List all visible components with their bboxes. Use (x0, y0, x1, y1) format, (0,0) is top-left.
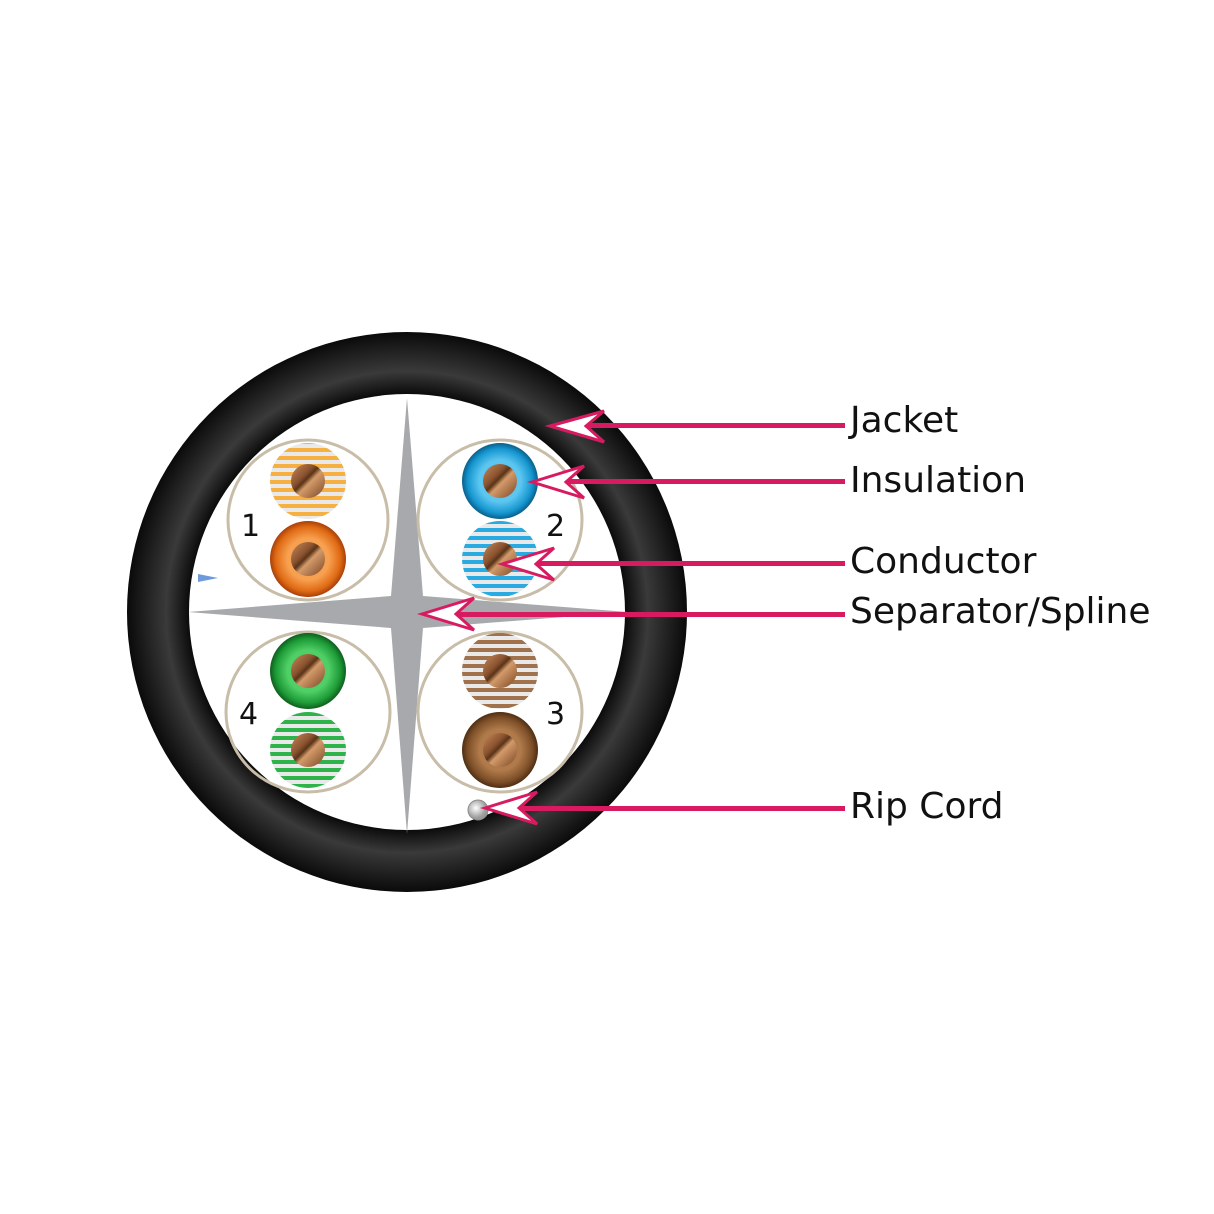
pair-3: 3 (416, 630, 584, 794)
label-jacket: Jacket (850, 400, 959, 441)
marker-triangle-icon (198, 574, 218, 582)
pair-1-solid-conductor (291, 542, 325, 576)
pair-4-number: 4 (239, 697, 258, 732)
label-insulation: Insulation (850, 460, 1027, 501)
leader-separator (416, 596, 845, 632)
pair-2-outline (416, 438, 584, 602)
pair-2: 2 (416, 438, 584, 602)
pair-2-number: 2 (546, 509, 565, 544)
pair-2-stripe-conductor (483, 542, 517, 576)
pair-1: 1 (226, 438, 390, 602)
label-conductor: Conductor (850, 541, 1037, 582)
separator-spline (188, 398, 628, 834)
pair-1-number: 1 (241, 509, 260, 544)
rip-cord (467, 799, 489, 821)
pair-4-outline (224, 630, 392, 794)
pair-4-solid-conductor (291, 654, 325, 688)
pair-1-outline (226, 438, 390, 602)
leader-lines (416, 409, 845, 826)
pair-2-solid-conductor (483, 464, 517, 498)
pair-1-stripe-conductor (291, 464, 325, 498)
pair-4-stripe-conductor (291, 733, 325, 767)
leader-insulation (526, 464, 845, 500)
pair-4: 4 (224, 630, 392, 794)
pair-3-solid-conductor (483, 733, 517, 767)
pair-3-outline (416, 630, 584, 794)
label-separator-spline: Separator/Spline (850, 591, 1151, 632)
leader-jacket (544, 409, 845, 444)
pair-3-stripe-conductor (483, 654, 517, 688)
leader-rip-cord (479, 790, 845, 826)
leader-conductor (496, 546, 845, 582)
pair-3-number: 3 (546, 697, 565, 732)
label-rip-cord: Rip Cord (850, 786, 1004, 827)
